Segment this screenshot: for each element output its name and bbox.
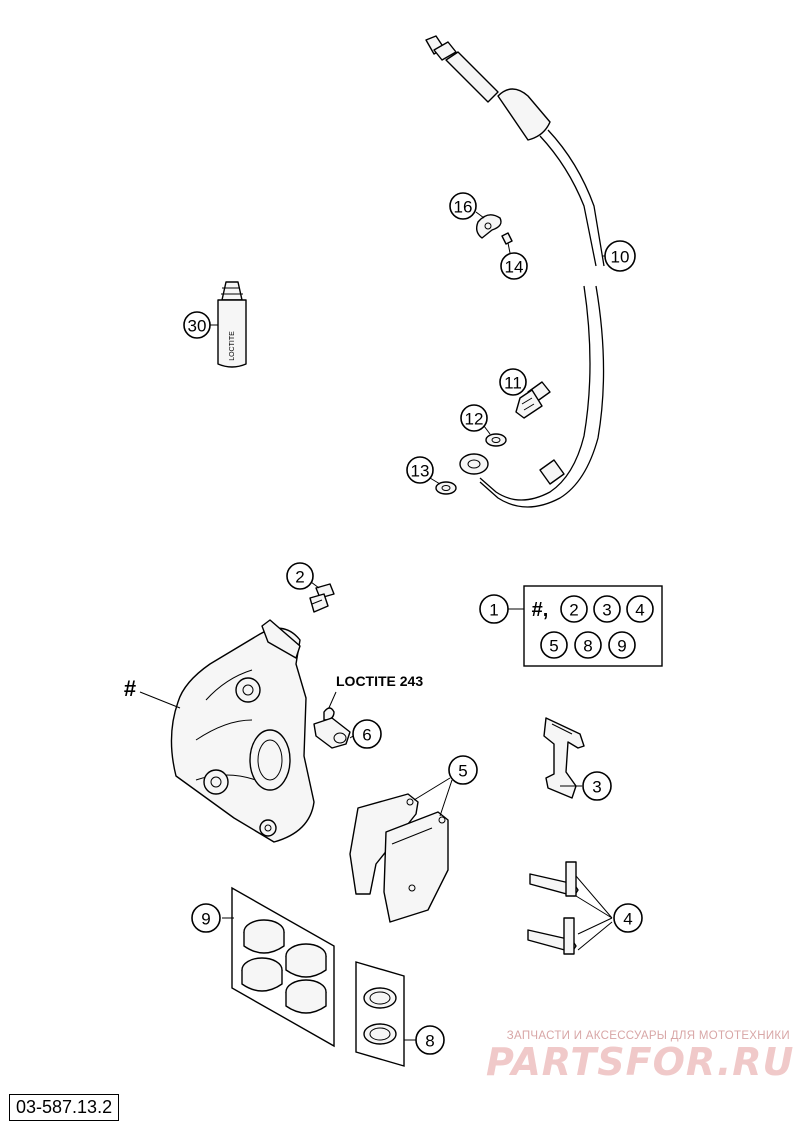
svg-text:4: 4	[623, 910, 632, 929]
svg-text:8: 8	[425, 1032, 434, 1051]
bleed-screw-part-2	[309, 583, 335, 613]
kit-item-4: 4	[626, 595, 654, 623]
bottle-label: LOCTITE	[229, 331, 236, 361]
svg-text:10: 10	[611, 248, 630, 267]
brake-pads-part-5	[349, 793, 449, 923]
svg-text:9: 9	[617, 637, 626, 656]
svg-text:11: 11	[504, 374, 522, 393]
svg-text:8: 8	[583, 637, 592, 656]
washer-part-13	[435, 481, 457, 495]
callout-10: 10	[604, 240, 636, 272]
brake-line-part-10	[425, 35, 605, 508]
callout-4: 4	[613, 903, 643, 933]
callout-1: 1	[479, 594, 509, 624]
callout-11: 11	[499, 368, 527, 396]
svg-text:2: 2	[295, 568, 304, 587]
svg-text:14: 14	[505, 258, 524, 277]
loctite-bottle-part-30: LOCTITE	[217, 281, 247, 368]
screw-part-14	[501, 232, 513, 245]
clip-part-16	[475, 214, 502, 239]
callout-12: 12	[460, 404, 488, 432]
svg-text:5: 5	[549, 637, 558, 656]
svg-text:4: 4	[635, 601, 644, 620]
kit-item-5: 5	[540, 631, 568, 659]
watermark-logo: PARTSFOR.RU	[486, 1040, 795, 1084]
svg-text:5: 5	[458, 762, 467, 781]
loctite-label: LOCTITE 243	[336, 673, 423, 689]
watermark-tagline: ЗАПЧАСТИ И АКСЕССУАРЫ ДЛЯ МОТОТЕХНИКИ	[506, 1030, 790, 1042]
callout-14: 14	[500, 252, 528, 280]
kit-lead-symbol: #,	[532, 599, 549, 621]
callout-9: 9	[191, 903, 221, 933]
callout-3: 3	[582, 771, 612, 801]
kit-item-9: 9	[608, 631, 636, 659]
bolt-part-6	[313, 707, 351, 749]
banjo-bolt-part-11	[515, 381, 551, 419]
svg-text:1: 1	[489, 601, 498, 620]
callout-2: 2	[286, 562, 314, 590]
callout-5: 5	[448, 755, 478, 785]
seals-part-8	[355, 961, 416, 1067]
svg-text:6: 6	[362, 726, 371, 745]
kit-contents-box: #, 2 3 4 5 8 9	[508, 585, 663, 667]
pistons-part-9	[222, 886, 335, 1048]
svg-text:3: 3	[602, 601, 611, 620]
brake-caliper	[170, 619, 315, 843]
svg-text:13: 13	[411, 462, 430, 481]
pad-pins-part-4	[527, 861, 613, 955]
diagram-part-number: 03-587.13.2	[9, 1094, 120, 1121]
svg-text:3: 3	[592, 778, 601, 797]
washer-part-12	[485, 433, 507, 447]
pad-spring-part-3	[543, 717, 585, 799]
svg-text:9: 9	[201, 910, 210, 929]
svg-text:16: 16	[454, 198, 473, 217]
watermark: ЗАПЧАСТИ И АКСЕССУАРЫ ДЛЯ МОТОТЕХНИКИ PA…	[486, 1030, 795, 1084]
kit-item-2: 2	[560, 595, 588, 623]
svg-text:2: 2	[569, 601, 578, 620]
callout-30: 30	[183, 311, 211, 339]
svg-text:12: 12	[465, 410, 484, 429]
callout-13: 13	[406, 456, 434, 484]
callout-16: 16	[449, 192, 477, 220]
caliper-marker: #	[124, 676, 136, 701]
callout-6: 6	[352, 719, 382, 749]
callout-8: 8	[415, 1025, 445, 1055]
kit-item-3: 3	[593, 595, 621, 623]
kit-item-8: 8	[574, 631, 602, 659]
svg-text:30: 30	[188, 317, 207, 336]
